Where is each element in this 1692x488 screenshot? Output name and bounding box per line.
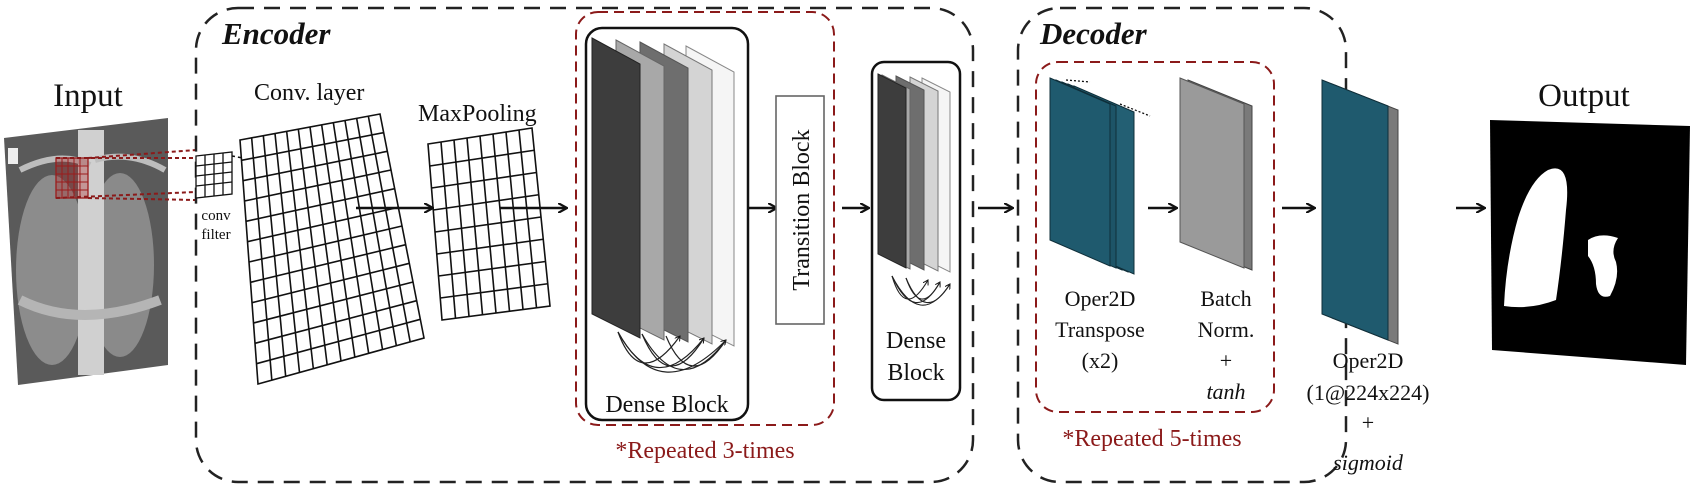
dense-block-small-skip-connections <box>891 275 950 306</box>
grid-line <box>505 131 524 310</box>
repeat-5-box <box>1035 61 1275 413</box>
batchnorm-label-line4: tanh <box>1206 379 1245 404</box>
grid-line <box>256 318 421 365</box>
decoder-title: Decoder <box>1039 16 1148 51</box>
dense-block-skip-connections <box>617 331 726 373</box>
oper2d-transpose-label-line3: (x2) <box>1082 348 1119 373</box>
grid-line <box>254 299 417 345</box>
encoder-container <box>194 6 975 484</box>
dense-block-label: Dense Block <box>605 392 728 418</box>
oper2d-transpose-label-line2: Transpose <box>1055 317 1145 342</box>
batchnorm-layer <box>1179 77 1253 271</box>
grid-line <box>436 238 544 255</box>
input-label: Input <box>53 78 123 114</box>
conv-filter-label-line1: conv <box>201 208 231 224</box>
grid-line <box>438 260 546 277</box>
oper2d-output-label-line4: sigmoid <box>1333 450 1404 475</box>
dense-block-small-label-line2: Block <box>887 360 944 386</box>
output-mask-image <box>1490 120 1690 365</box>
dense-block-small-layers <box>877 73 951 273</box>
encoder-title: Encoder <box>221 16 331 51</box>
grid-line <box>492 133 511 312</box>
maxpooling-grid <box>427 127 551 321</box>
grid-line <box>440 282 548 299</box>
oper2d-output-layer <box>1321 79 1399 345</box>
grid-line <box>434 216 542 233</box>
dense-block-small-label-line1: Dense <box>886 328 946 354</box>
conv-filter-label-line2: filter <box>201 227 230 243</box>
grid-line <box>518 129 538 308</box>
receptive-field-projection <box>55 149 197 201</box>
transition-block-label: Transition Block <box>789 129 815 290</box>
batchnorm-label-line1: Batch <box>1200 286 1251 311</box>
output-label: Output <box>1538 78 1630 114</box>
conv-layer-label: Conv. layer <box>254 80 364 106</box>
repeat-5-label: *Repeated 5-times <box>1062 426 1241 452</box>
grid-line <box>367 116 411 342</box>
repeat-3-label: *Repeated 3-times <box>615 438 794 464</box>
oper2d-output-label-line3: + <box>1362 410 1374 435</box>
maxpooling-label: MaxPooling <box>418 101 537 127</box>
repeat-3-box <box>575 11 835 426</box>
transition-block-box <box>775 95 825 325</box>
input-xray-image <box>4 118 168 385</box>
dense-block-layers <box>591 37 735 347</box>
oper2d-transpose-label-line1: Oper2D <box>1065 286 1136 311</box>
conv-layer-grid <box>239 113 425 386</box>
oper2d-output-label-line1: Oper2D <box>1333 348 1404 373</box>
oper2d-transpose-dotted-edge <box>1065 79 1151 117</box>
oper2d-output-label-line2: (1@224x224) <box>1307 380 1430 405</box>
oper2d-transpose-stack <box>1049 77 1135 275</box>
conv-filter-grid <box>195 151 233 199</box>
batchnorm-label-line2: Norm. <box>1198 317 1255 342</box>
batchnorm-label-line3: + <box>1220 348 1232 373</box>
